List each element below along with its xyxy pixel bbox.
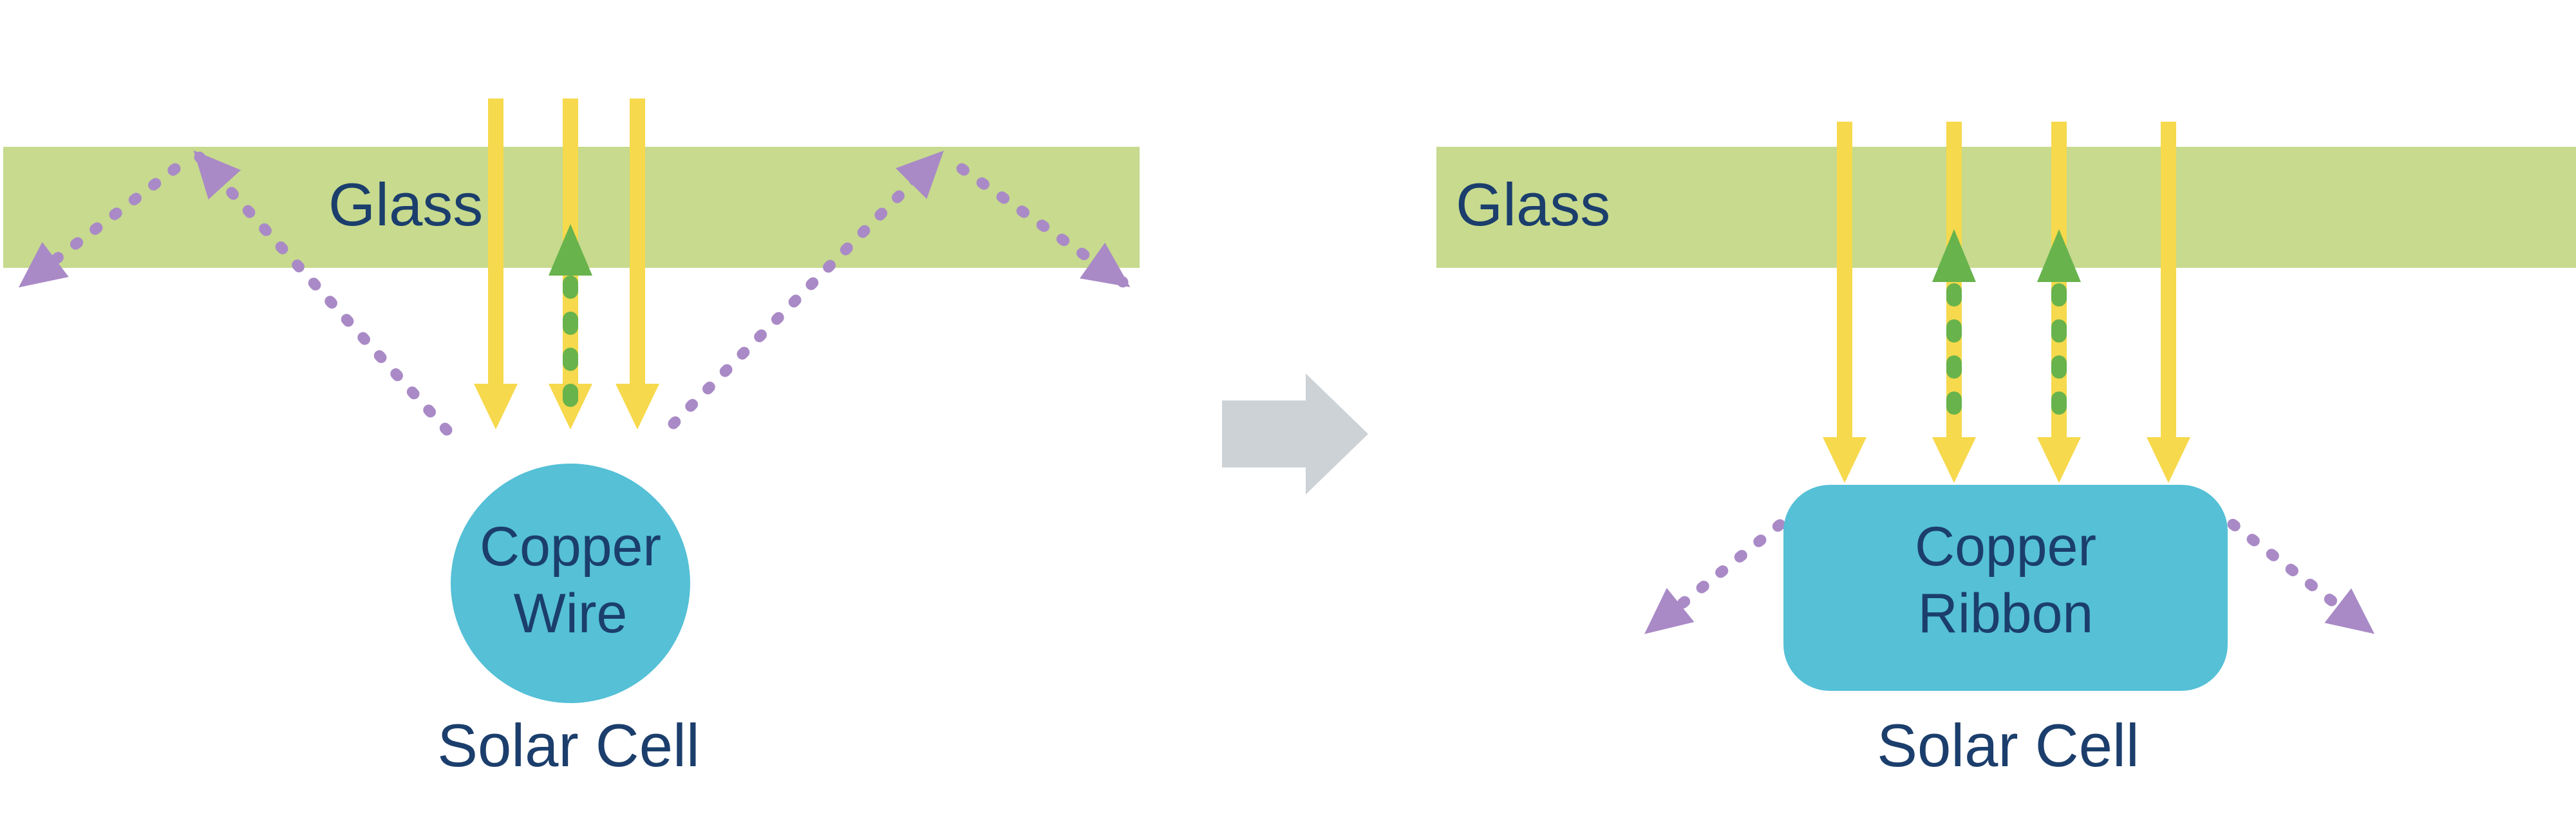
component-label-line1: Copper [1915, 516, 2096, 578]
left-panel: Glass Copper Wire Solar Cell [3, 99, 1140, 779]
reflection-rays [18, 150, 1131, 436]
glass-label: Glass [1456, 171, 1610, 238]
reabsorbed-arrowhead-icon [2037, 229, 2081, 282]
reabsorbed-arrowhead-icon [1932, 229, 1976, 282]
component-label-line2: Wire [514, 583, 628, 645]
glass-layer [1436, 147, 2576, 268]
reabsorbed-rays [1932, 229, 2081, 436]
reflection-rays [1644, 504, 2375, 634]
copper-wire-shape [451, 464, 690, 703]
reabsorbed-ray [549, 224, 592, 420]
reflection-ray-left-icon [1644, 504, 1805, 634]
component-label-line1: Copper [480, 516, 661, 578]
sunlight-arrowhead-icon [2147, 437, 2190, 483]
reflection-ray-left-out-icon [18, 163, 181, 288]
copper-ribbon-shape [1783, 485, 2228, 691]
sunlight-arrowhead-icon [474, 384, 518, 429]
sunlight-rays [474, 99, 659, 429]
reabsorbed-arrowhead-icon [549, 224, 592, 276]
sunlight-arrowhead-icon [1932, 437, 1976, 483]
right-panel: Glass Copper Ribbon Solar Cell [1436, 122, 2576, 779]
solar-cell-caption: Solar Cell [1877, 711, 2139, 779]
sunlight-arrowhead-icon [616, 384, 659, 429]
reflection-ray-right-out-icon [956, 163, 1131, 288]
solar-cell-caption: Solar Cell [437, 711, 700, 779]
reflection-ray-right-up-icon [668, 151, 944, 429]
component-label-line2: Ribbon [1918, 583, 2094, 645]
sunlight-arrowhead-icon [2037, 437, 2081, 483]
sunlight-arrowhead-icon [1823, 437, 1866, 483]
glass-label: Glass [328, 171, 483, 238]
reflection-ray-right-icon [2208, 504, 2375, 634]
transition-arrow-icon [1222, 373, 1368, 494]
